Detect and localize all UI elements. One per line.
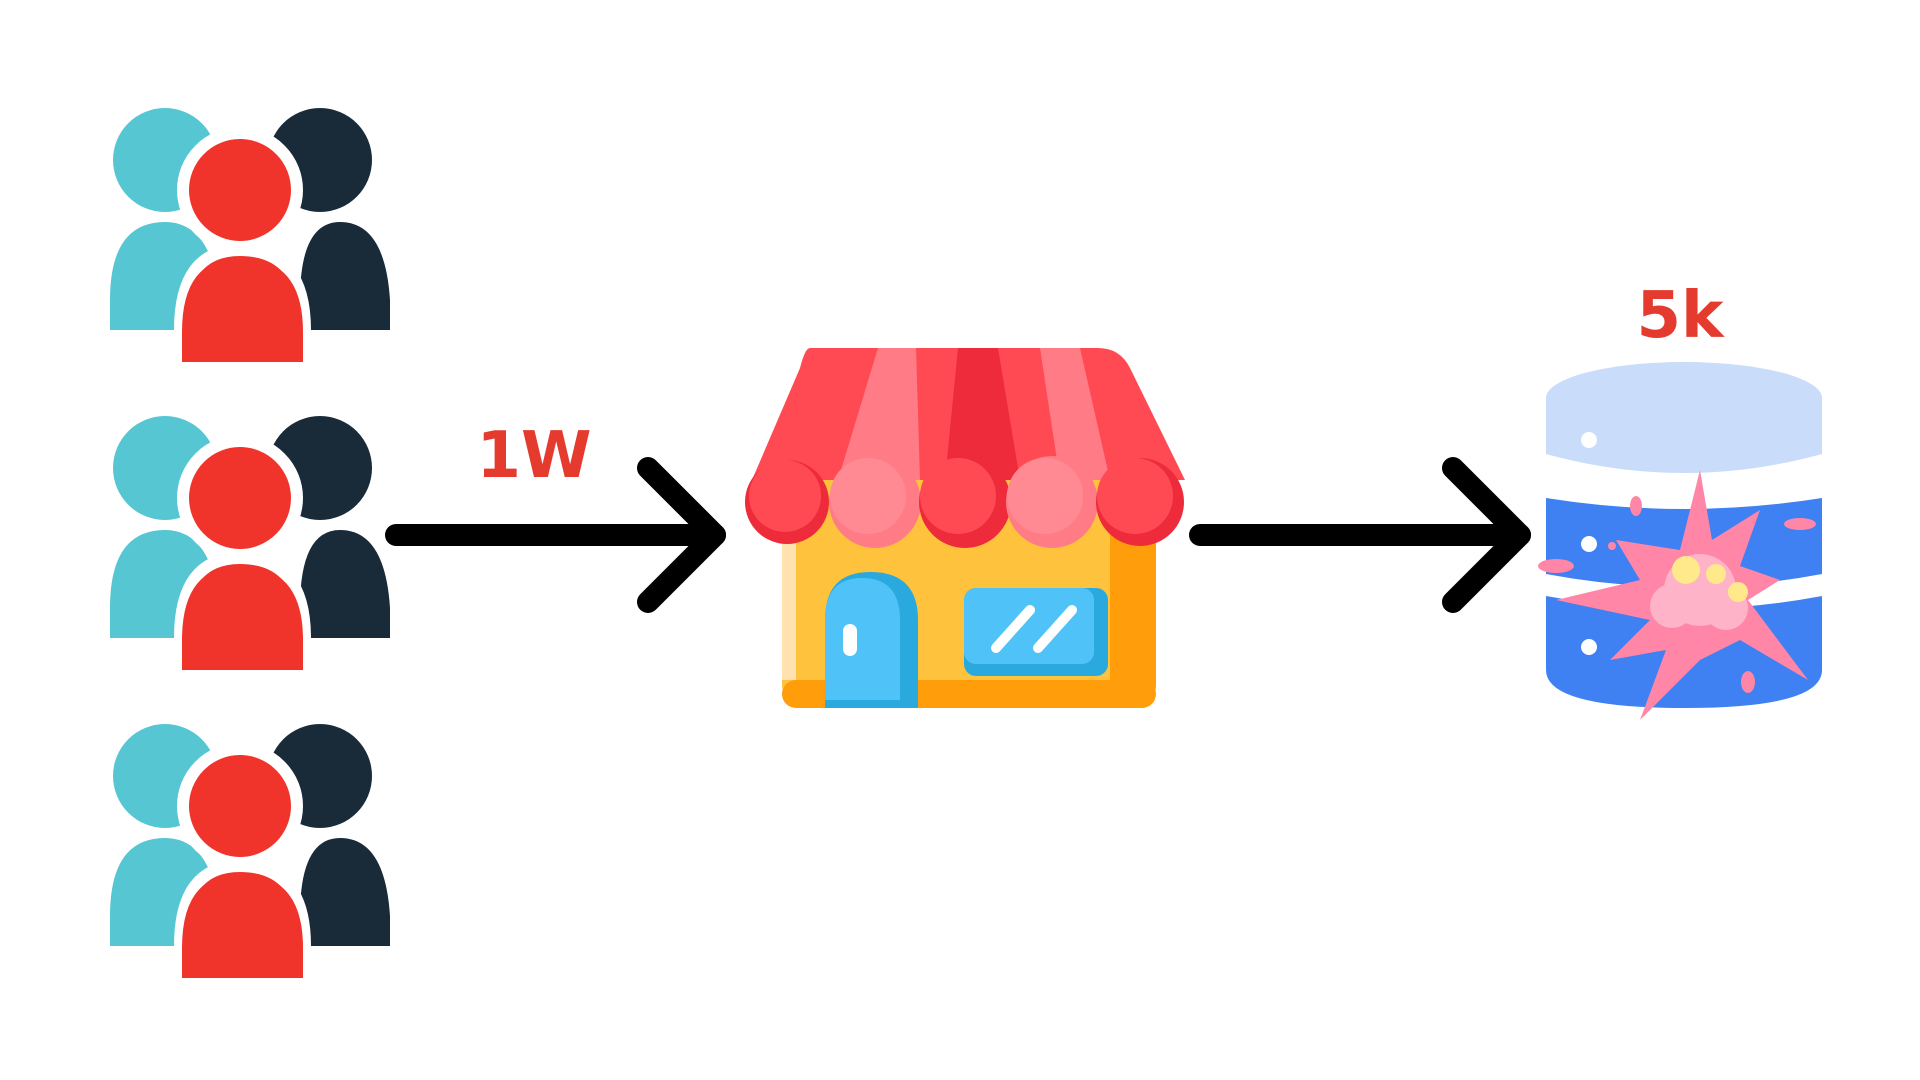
users-icon	[110, 724, 390, 978]
users-group-1	[110, 108, 390, 362]
arrow-right-icon	[1189, 457, 1531, 613]
store-icon	[745, 348, 1185, 708]
requests-label: 1W	[476, 419, 591, 493]
users-icon	[110, 416, 390, 670]
users-icon	[110, 108, 390, 362]
database-overload-icon	[1538, 362, 1822, 720]
arrow-right-icon	[385, 457, 726, 613]
users-group-3	[110, 724, 390, 978]
capacity-label: 5k	[1636, 279, 1725, 353]
users-group-2	[110, 416, 390, 670]
